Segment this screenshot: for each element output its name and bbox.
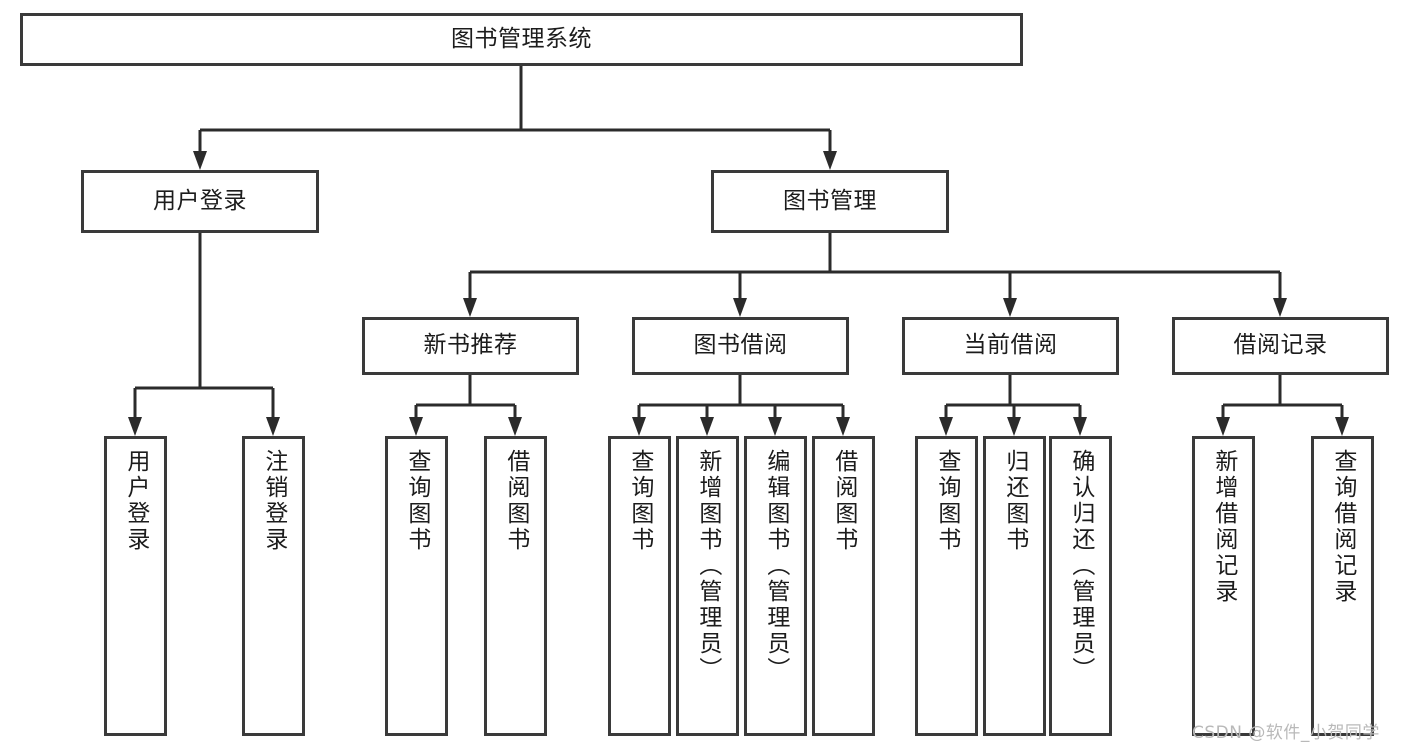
node-label-leaf-add-borrow-record: 新增借阅记录 <box>1210 449 1237 605</box>
node-leaf-query-borrow-record[interactable]: 查询借阅记录 <box>1311 436 1374 736</box>
node-label-leaf-add-book: 新增图书（管理员） <box>694 449 721 683</box>
node-label-leaf-query-book-borrow: 查询图书 <box>626 449 653 553</box>
node-borrow-record[interactable]: 借阅记录 <box>1172 317 1389 375</box>
arrowhead-borrow_to_leaves-2 <box>768 417 782 436</box>
arrowhead-root_to_level2-1 <box>823 151 837 170</box>
node-leaf-borrow-book[interactable]: 借阅图书 <box>812 436 875 736</box>
node-label-leaf-borrow-book: 借阅图书 <box>830 449 857 553</box>
node-label-leaf-return-book: 归还图书 <box>1001 449 1028 553</box>
csdn-watermark: CSDN @软件_小贺同学 <box>1192 723 1380 743</box>
node-leaf-query-book-recommend[interactable]: 查询图书 <box>385 436 448 736</box>
node-leaf-logout[interactable]: 注销登录 <box>242 436 305 736</box>
node-leaf-add-book[interactable]: 新增图书（管理员） <box>676 436 739 736</box>
node-leaf-user-login[interactable]: 用户登录 <box>104 436 167 736</box>
arrowhead-recommend_to_leaves-0 <box>409 417 423 436</box>
node-user-login[interactable]: 用户登录 <box>81 170 319 233</box>
arrowhead-book_mgmt_to_level3-0 <box>463 298 477 317</box>
node-book-borrow[interactable]: 图书借阅 <box>632 317 849 375</box>
arrowhead-book_mgmt_to_level3-3 <box>1273 298 1287 317</box>
arrowhead-user_login_to_leaves-0 <box>128 417 142 436</box>
arrowhead-current_to_leaves-1 <box>1007 417 1021 436</box>
node-leaf-borrow-book-recommend[interactable]: 借阅图书 <box>484 436 547 736</box>
node-label-leaf-confirm-return: 确认归还（管理员） <box>1067 449 1094 683</box>
node-leaf-add-borrow-record[interactable]: 新增借阅记录 <box>1192 436 1255 736</box>
node-leaf-confirm-return[interactable]: 确认归还（管理员） <box>1049 436 1112 736</box>
node-label-leaf-query-book-recommend: 查询图书 <box>403 449 430 553</box>
arrowhead-recommend_to_leaves-1 <box>508 417 522 436</box>
arrowhead-current_to_leaves-0 <box>939 417 953 436</box>
node-label-leaf-query-book-current: 查询图书 <box>933 449 960 553</box>
node-label-current-borrow: 当前借阅 <box>963 332 1058 359</box>
node-label-book-borrow: 图书借阅 <box>693 332 788 359</box>
node-label-leaf-user-login: 用户登录 <box>122 449 149 553</box>
arrowhead-record_to_leaves-1 <box>1335 417 1349 436</box>
arrowhead-book_mgmt_to_level3-1 <box>733 298 747 317</box>
node-label-book-management: 图书管理 <box>783 187 877 214</box>
arrowhead-borrow_to_leaves-3 <box>836 417 850 436</box>
node-leaf-return-book[interactable]: 归还图书 <box>983 436 1046 736</box>
arrowhead-borrow_to_leaves-0 <box>632 417 646 436</box>
arrowhead-record_to_leaves-0 <box>1216 417 1230 436</box>
node-label-root: 图书管理系统 <box>451 25 592 52</box>
node-label-leaf-query-borrow-record: 查询借阅记录 <box>1329 449 1356 605</box>
arrowhead-book_mgmt_to_level3-2 <box>1003 298 1017 317</box>
arrowhead-root_to_level2-0 <box>193 151 207 170</box>
node-label-leaf-borrow-book-recommend: 借阅图书 <box>502 449 529 553</box>
node-book-management[interactable]: 图书管理 <box>711 170 949 233</box>
node-label-user-login: 用户登录 <box>153 187 247 214</box>
node-label-new-book-recommend: 新书推荐 <box>423 332 518 359</box>
node-root[interactable]: 图书管理系统 <box>20 13 1023 66</box>
node-label-borrow-record: 借阅记录 <box>1233 332 1328 359</box>
node-label-leaf-logout: 注销登录 <box>260 449 287 553</box>
node-current-borrow[interactable]: 当前借阅 <box>902 317 1119 375</box>
node-leaf-edit-book[interactable]: 编辑图书（管理员） <box>744 436 807 736</box>
arrowhead-current_to_leaves-2 <box>1073 417 1087 436</box>
node-leaf-query-book-current[interactable]: 查询图书 <box>915 436 978 736</box>
node-leaf-query-book-borrow[interactable]: 查询图书 <box>608 436 671 736</box>
node-label-leaf-edit-book: 编辑图书（管理员） <box>762 449 789 683</box>
arrowhead-borrow_to_leaves-1 <box>700 417 714 436</box>
node-new-book-recommend[interactable]: 新书推荐 <box>362 317 579 375</box>
arrowhead-user_login_to_leaves-1 <box>266 417 280 436</box>
